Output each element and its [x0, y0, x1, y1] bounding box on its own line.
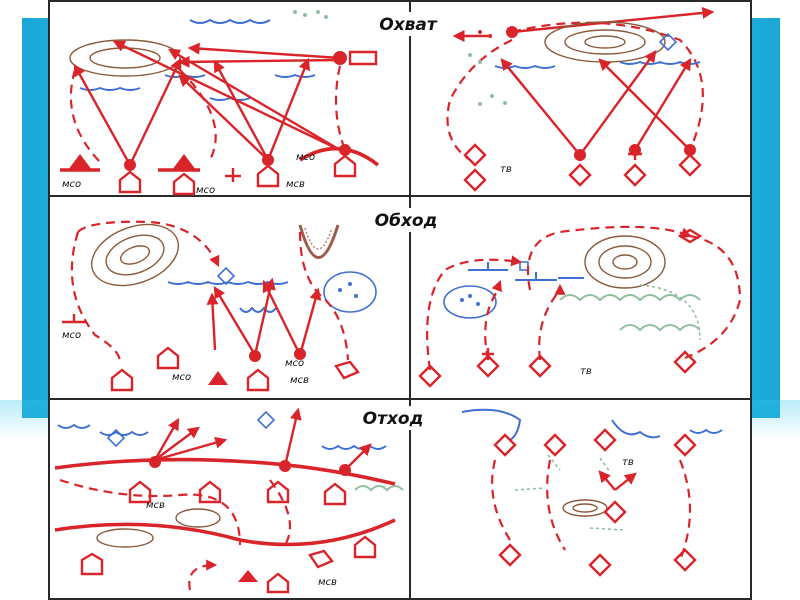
- label-msv-4: мсв: [318, 577, 337, 588]
- bypass-right: тв: [418, 225, 742, 388]
- label-mso-2: мсо: [196, 185, 215, 196]
- label-mso-5: мсо: [172, 372, 191, 383]
- title-bg-2: [360, 208, 460, 232]
- label-mso-6: мсо: [285, 358, 304, 369]
- label-mso-3: мсо: [296, 152, 315, 163]
- title-withdrawal: Отход: [363, 409, 424, 429]
- label-msv-1: мсв: [286, 179, 305, 190]
- label-mso-1: мсо: [62, 179, 81, 190]
- label-tv-3: тв: [622, 457, 634, 468]
- label-tv-2: тв: [580, 366, 592, 377]
- withdrawal-right: тв: [461, 408, 723, 577]
- title-bg-1: [360, 12, 460, 36]
- bypass-left: мсо мсо мсо мсв: [62, 220, 377, 392]
- title-envelopment: Охват: [379, 15, 438, 35]
- title-bypass: Обход: [375, 211, 438, 231]
- label-mso-4: мсо: [62, 330, 81, 341]
- label-tv-1: тв: [500, 164, 512, 175]
- envelopment-right: тв: [446, 6, 715, 192]
- label-msv-2: мсв: [290, 375, 309, 386]
- diagram-frame: [48, 0, 752, 600]
- withdrawal-left: мсв мсв: [54, 407, 404, 594]
- envelopment-left: мсо мсо мсо мсв: [60, 10, 380, 196]
- label-msv-3: мсв: [146, 500, 165, 511]
- title-bg-3: [345, 406, 445, 430]
